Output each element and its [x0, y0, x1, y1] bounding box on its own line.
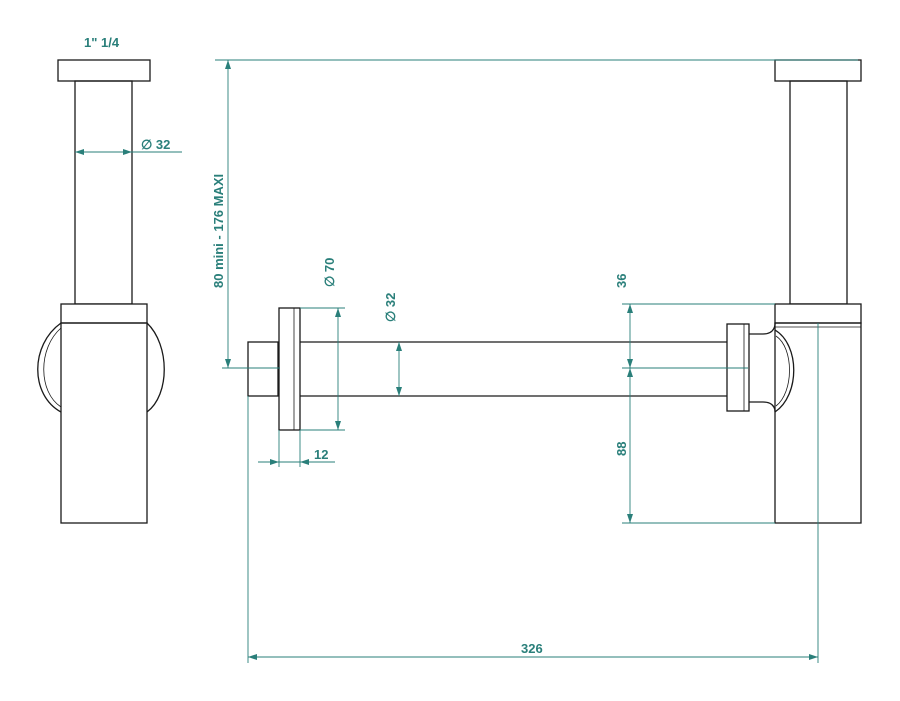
side-view-bulge-left-inner [43, 327, 62, 408]
wall-stub [247, 341, 279, 397]
side-view-top-cap [57, 59, 151, 82]
elbow-bulge [774, 329, 795, 413]
pipe-diameter-label: ∅ 32 [383, 293, 398, 322]
side-view-body [60, 322, 148, 524]
rosette-depth-label: 12 [314, 447, 328, 462]
elbow-bulge-inner [775, 335, 790, 407]
elbow-connector-lower [749, 401, 776, 413]
front-view [247, 59, 862, 524]
side-view-collar [60, 303, 148, 324]
elbow-connector [749, 322, 776, 335]
dimensions: 1" 1/4 ∅ 32 80 mini - 176 MAXI ∅ 70 ∅ 32 [75, 35, 858, 663]
slip-nut [726, 323, 750, 412]
top-offset-label: 36 [614, 274, 629, 288]
side-view [37, 59, 165, 524]
height-range-label: 80 mini - 176 MAXI [211, 174, 226, 288]
side-view-bulge-right [146, 322, 165, 413]
front-view-tube [789, 80, 848, 305]
bottom-offset-label: 88 [614, 442, 629, 456]
front-view-top-cap [774, 59, 862, 82]
thread-size-label: 1" 1/4 [84, 35, 120, 50]
side-view-bulge-left [37, 322, 62, 413]
left-tube-diameter-label: ∅ 32 [141, 137, 170, 152]
total-length-label: 326 [521, 641, 543, 656]
side-view-tube [74, 80, 133, 305]
wall-rosette [278, 307, 301, 431]
front-view-collar [774, 303, 862, 324]
rosette-diameter-label: ∅ 70 [322, 258, 337, 287]
